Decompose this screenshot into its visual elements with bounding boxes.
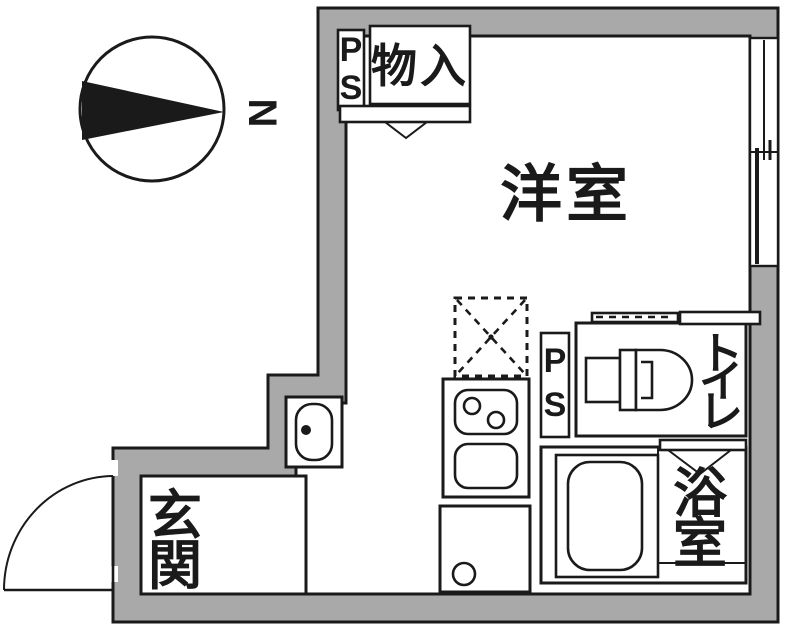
toilet-seat bbox=[634, 348, 694, 412]
room-bathroom: 浴 室 bbox=[539, 438, 748, 585]
toilet-tank bbox=[584, 356, 622, 404]
room-label-washitsu: 洋室 bbox=[500, 161, 632, 230]
washbasin bbox=[284, 395, 344, 469]
toilet-label-char-1: ト bbox=[699, 330, 743, 379]
range-hood-diag-1 bbox=[456, 299, 526, 375]
compass-north-label: N bbox=[240, 99, 284, 128]
bath-door-swing bbox=[667, 449, 732, 476]
ps-mid-label-s: S bbox=[544, 386, 567, 424]
kitchen-counter-box bbox=[441, 377, 531, 499]
bathtub bbox=[566, 460, 644, 572]
kitchen-sink bbox=[453, 442, 519, 490]
ps-top-label-p: P bbox=[340, 31, 363, 69]
ps-top-label-s: S bbox=[340, 69, 363, 107]
closet-door-swing bbox=[384, 121, 428, 140]
balcony-sliding-window[interactable] bbox=[748, 36, 780, 268]
cooktop bbox=[453, 388, 519, 436]
closet-door-panel bbox=[338, 104, 472, 124]
toilet-tank-neck bbox=[618, 348, 638, 412]
genkan-label-char-1: 玄 bbox=[148, 486, 202, 546]
toilet-seat-inner bbox=[641, 360, 654, 400]
bathroom-label-char-2: 室 bbox=[673, 514, 727, 574]
entrance-door[interactable] bbox=[3, 460, 118, 592]
ps-shaft-mid: P S bbox=[539, 331, 571, 439]
door-gap-bottom bbox=[100, 566, 118, 582]
room-washitsu: 洋室 bbox=[500, 161, 632, 230]
washbasin-bowl bbox=[294, 402, 334, 462]
room-genkan: 玄 関 bbox=[139, 474, 308, 596]
appliance-space bbox=[438, 504, 532, 594]
toilet-label-char-2: イ bbox=[699, 358, 743, 407]
toilet-sliding-window[interactable] bbox=[590, 310, 762, 326]
kitchen-counter bbox=[441, 377, 531, 499]
closet-box bbox=[368, 24, 472, 106]
cooktop-burner-1 bbox=[462, 396, 482, 416]
toilet-label-char-3: レ bbox=[699, 388, 743, 437]
range-hood-diag-2 bbox=[456, 299, 526, 375]
ps-box-top bbox=[336, 28, 366, 112]
compass-needle bbox=[82, 81, 224, 140]
appliance-drain bbox=[451, 561, 477, 587]
ps-mid-label-p: P bbox=[544, 342, 567, 380]
compass-rose: N bbox=[78, 35, 284, 183]
toilet-bowl bbox=[584, 348, 694, 412]
bathroom-folding-door[interactable] bbox=[658, 438, 748, 476]
bath-door-panel bbox=[658, 438, 748, 452]
ps-shaft-top: P S bbox=[336, 28, 366, 112]
door-gap-top bbox=[100, 460, 118, 476]
range-hood bbox=[453, 296, 529, 378]
cooktop-outline bbox=[453, 388, 519, 436]
washbasin-drain bbox=[301, 425, 311, 435]
washbasin-box bbox=[284, 395, 344, 469]
room-toilet: ト イ レ bbox=[574, 310, 762, 438]
door-swing-arc bbox=[3, 475, 114, 591]
bathroom-label-char-1: 浴 bbox=[673, 464, 728, 524]
genkan-label-char-2: 関 bbox=[148, 536, 202, 596]
closet-storage: 物入 bbox=[338, 24, 472, 140]
closet-label: 物入 bbox=[371, 40, 469, 92]
cooktop-burner-2 bbox=[486, 410, 506, 430]
toilet-window-sash-right bbox=[678, 310, 762, 326]
closet-folding-door[interactable] bbox=[338, 104, 472, 140]
range-hood-center-dot bbox=[488, 334, 494, 340]
ps-box-mid bbox=[539, 331, 571, 439]
